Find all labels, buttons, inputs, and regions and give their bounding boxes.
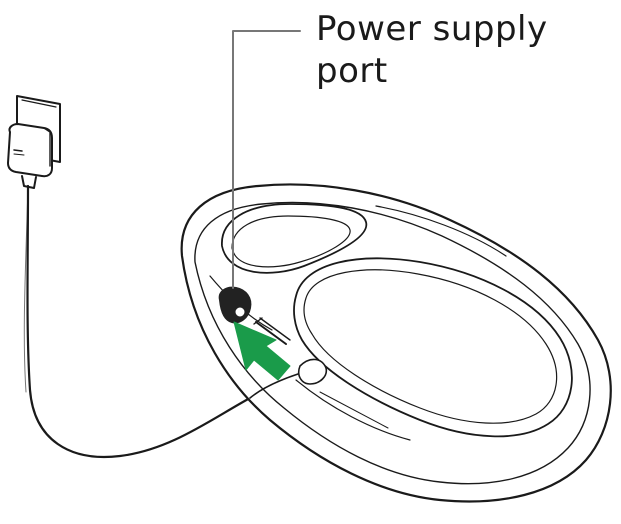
insert-arrow-icon xyxy=(233,321,291,381)
callout-label: Power supply port xyxy=(316,8,548,92)
charging-case xyxy=(180,183,612,503)
callout-leader-line xyxy=(232,30,301,289)
callout-line-2: port xyxy=(316,51,388,91)
wall-power-adapter-icon xyxy=(7,123,53,189)
callout-line-1: Power supply xyxy=(316,9,548,49)
power-plug xyxy=(253,317,291,345)
power-port-icon xyxy=(218,286,252,324)
